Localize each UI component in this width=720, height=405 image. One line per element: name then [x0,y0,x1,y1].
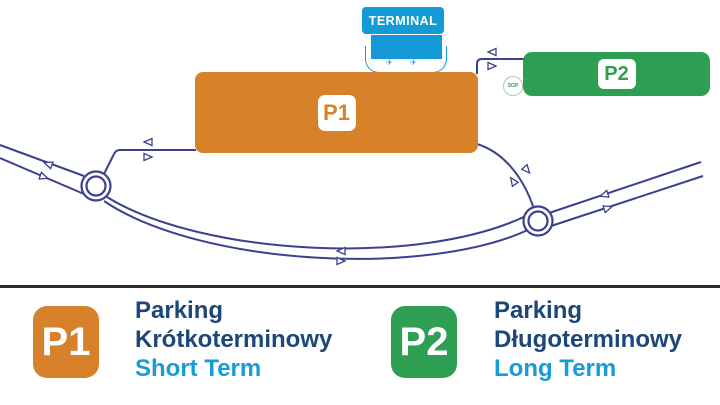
legend: P1 Parking Krótkoterminowy Short Term P2… [0,288,720,405]
traffic-arrow-icon [602,205,614,214]
legend-p2-badge: P2 [391,306,457,378]
traffic-arrow-icon [598,189,610,198]
plane-icon: ✈ [410,58,417,67]
traffic-arrow-icon [335,246,346,256]
road-line [106,196,529,250]
road-line [476,58,524,74]
traffic-arrow-icon [38,171,50,180]
legend-p2-text: Parking Długoterminowy Long Term [494,296,682,383]
airport-parking-map: ✈ ✈ TERMINAL P1 P2 SOP [0,7,710,266]
road-line [103,149,196,175]
terminal-building [371,35,442,59]
traffic-arrow-icon [509,176,520,188]
road-line [0,144,85,177]
legend-p1-subtitle-en: Short Term [135,355,262,382]
traffic-arrow-icon [143,152,154,162]
roundabout-icon [85,175,107,197]
legend-p1-subtitle-pl: Krótkoterminowy [135,326,333,353]
legend-p1-text: Parking Krótkoterminowy Short Term [135,296,332,383]
legend-p1-badge: P1 [33,306,99,378]
p1-sign-badge: P1 [317,94,356,131]
sop-badge-icon: SOP [503,76,523,96]
legend-divider [0,285,720,288]
parking-p2-area: P2 [523,52,710,96]
road-line [548,161,702,214]
terminal-label: TERMINAL [362,7,444,34]
road-line [103,200,533,260]
road-network [0,47,704,266]
parking-p1-area: P1 [195,72,478,153]
roundabout-icon [527,210,549,232]
plane-icon: ✈ [386,58,393,67]
traffic-arrow-icon [42,161,54,170]
traffic-arrow-icon [142,137,153,147]
traffic-arrow-icon [336,256,347,266]
traffic-arrow-icon [486,47,497,57]
legend-p2-subtitle-en: Long Term [494,355,617,382]
traffic-arrow-icon [487,61,498,71]
legend-p2-subtitle-pl: Długoterminowy [494,326,683,353]
legend-p1-title: Parking [135,297,224,324]
traffic-arrow-icon [520,163,531,175]
road-line [476,143,535,210]
legend-p2-title: Parking [494,297,583,324]
road-line [550,175,704,227]
p2-sign-badge: P2 [597,59,636,89]
